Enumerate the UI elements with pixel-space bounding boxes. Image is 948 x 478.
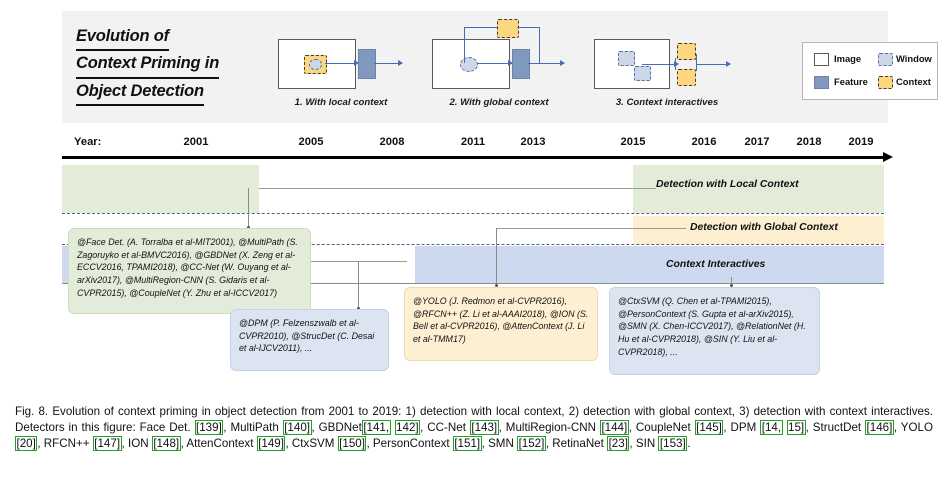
context-swatch-icon: [878, 76, 893, 89]
band-local-context-right: [633, 165, 884, 213]
citation-link[interactable]: [153]: [658, 435, 688, 451]
connector-dot-interactives: [729, 284, 733, 287]
citation-link[interactable]: [147]: [92, 435, 122, 451]
figure-title-line-2: Context Priming in: [76, 52, 219, 79]
citation-link[interactable]: [139]: [194, 419, 224, 435]
citation-link[interactable]: [152]: [517, 435, 546, 451]
figure-header-panel: Evolution of Context Priming in Object D…: [62, 11, 938, 123]
connector-stem-local: [248, 188, 249, 228]
band-label-context-interactives: Context Interactives: [666, 259, 766, 270]
note-global-context: @YOLO (J. Redmon et al-CVPR2016), @RFCN+…: [404, 287, 598, 361]
panel-caption: 1. With local context: [294, 97, 388, 108]
citation-link[interactable]: [143]: [469, 419, 499, 435]
connector-dot-dpm: [356, 307, 360, 310]
interaction-curve-right: [696, 54, 698, 71]
year-tick-2008: 2008: [379, 136, 405, 148]
citation-link[interactable]: [148]: [151, 435, 181, 451]
figure-title-line-3: Object Detection: [76, 80, 204, 107]
global-top-line-right: [517, 27, 540, 29]
feature-swatch-icon: [814, 76, 829, 89]
flow-arrow-2: [374, 59, 403, 68]
flow-arrow-2: [528, 59, 565, 68]
citation-link[interactable]: 142]: [394, 419, 421, 435]
connector-stem-interactives: [731, 277, 732, 286]
context-marker: [497, 19, 519, 38]
year-tick-2015: 2015: [620, 136, 646, 148]
flow-arrow-1: [477, 59, 513, 68]
citation-link[interactable]: 15]: [786, 419, 806, 435]
citation-link[interactable]: [145]: [694, 419, 724, 435]
band-label-local-context: Detection with Local Context: [656, 179, 799, 190]
connector-stem-global: [496, 228, 497, 286]
legend-label-window: Window: [896, 53, 932, 64]
panel-context-interactives: 3. Context interactives: [592, 31, 742, 116]
window-marker-b: [634, 66, 651, 81]
connector-dot-global: [494, 284, 498, 287]
citation-link[interactable]: [14,: [760, 419, 783, 435]
band-separator-1: [62, 213, 884, 214]
citation-link[interactable]: [144]: [599, 419, 629, 435]
citation-link[interactable]: [151]: [452, 435, 482, 451]
window-marker: [309, 59, 322, 70]
legend-label-image: Image: [834, 53, 862, 64]
band-local-context-left: [62, 165, 259, 213]
citation-link[interactable]: [140]: [282, 419, 312, 435]
band-separator-2: [62, 244, 884, 245]
year-tick-2016: 2016: [691, 136, 717, 148]
note-context-interactives: @CtxSVM (Q. Chen et al-TPAMI2015), @Pers…: [609, 287, 820, 375]
citation-link[interactable]: [149]: [256, 435, 286, 451]
flow-arrow-2: [696, 60, 731, 69]
global-top-line-left: [464, 27, 497, 29]
legend-label-context: Context: [896, 76, 931, 87]
connector-context-interactives-h: [259, 261, 407, 262]
figure-title-line-1: Evolution of: [76, 25, 169, 52]
year-tick-2011: 2011: [460, 136, 486, 148]
year-tick-2019: 2019: [848, 136, 874, 148]
global-left-riser: [464, 27, 466, 63]
timeline-axis: [62, 152, 893, 162]
global-right-drop: [539, 27, 541, 63]
window-marker-a: [618, 51, 635, 66]
connector-local-context: [259, 188, 656, 189]
figure-title: Evolution of Context Priming in Object D…: [76, 25, 276, 107]
panel-caption: 2. With global context: [449, 97, 549, 108]
connector-stem-dpm-v: [358, 261, 359, 309]
interaction-curve-left: [675, 58, 677, 70]
panel-caption: 3. Context interactives: [615, 97, 719, 108]
year-tick-2017: 2017: [744, 136, 770, 148]
band-label-global-context: Detection with Global Context: [690, 222, 838, 233]
citation-link[interactable]: [146]: [865, 419, 894, 435]
panel-global-context: 2. With global context: [430, 19, 568, 116]
year-tick-2005: 2005: [298, 136, 324, 148]
connector-global-context: [496, 228, 686, 229]
context-marker-a: [677, 43, 696, 60]
connector-dot-local: [246, 226, 250, 229]
window-swatch-icon: [878, 53, 893, 66]
year-tick-2018: 2018: [796, 136, 822, 148]
flow-arrow-1: [642, 60, 679, 69]
note-dpm: @DPM (P. Felzenszwalb et al-CVPR2010), @…: [230, 309, 389, 371]
flow-arrow-1: [325, 59, 359, 68]
citation-link[interactable]: [150]: [337, 435, 367, 451]
image-swatch-icon: [814, 53, 829, 66]
year-tick-2001: 2001: [183, 136, 209, 148]
panel-local-context: 1. With local context: [276, 31, 406, 116]
axis-label-year: Year:: [74, 136, 102, 148]
figure-caption: Fig. 8. Evolution of context priming in …: [15, 405, 933, 451]
citation-link[interactable]: [23]: [607, 435, 630, 451]
context-marker-b: [677, 69, 696, 86]
note-local-context: @Face Det. (A. Torralba et al-MIT2001), …: [68, 228, 311, 314]
citation-link[interactable]: [20]: [15, 435, 38, 451]
band-global-context: [633, 216, 884, 244]
legend: Image Window Feature Context: [802, 42, 938, 100]
window-marker: [460, 57, 478, 72]
citation-link[interactable]: [141,: [361, 419, 391, 435]
year-tick-2013: 2013: [520, 136, 546, 148]
band-context-interactives-right: [415, 246, 884, 283]
figure-evolution-of-context-priming: Evolution of Context Priming in Object D…: [62, 11, 938, 375]
legend-label-feature: Feature: [834, 76, 868, 87]
band-baseline: [62, 283, 884, 285]
